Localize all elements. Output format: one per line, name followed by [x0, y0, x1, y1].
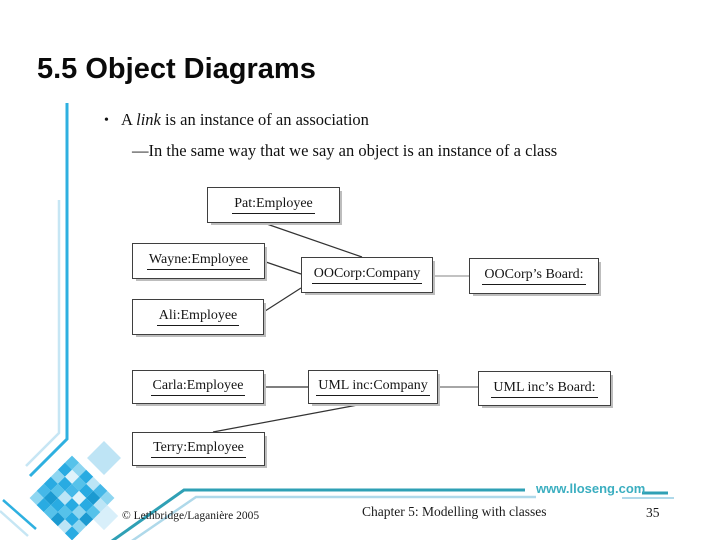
- object-label: Pat:Employee: [232, 196, 315, 214]
- object-label: Ali:Employee: [156, 308, 240, 326]
- link-terry-umlinc: [212, 403, 364, 433]
- object-label: OOCorp’s Board:: [482, 267, 586, 285]
- slide-title: 5.5 Object Diagrams: [37, 53, 316, 86]
- link-ali-oocorp: [261, 287, 302, 314]
- bullet-marker: •: [104, 113, 109, 128]
- chapter-title: Chapter 5: Modelling with classes: [362, 504, 547, 519]
- object-label: UML inc’s Board:: [491, 380, 598, 398]
- object-box-terry: Terry:Employee: [132, 432, 265, 466]
- object-box-oocorp: OOCorp:Company: [301, 257, 433, 293]
- object-label: UML inc:Company: [316, 378, 430, 396]
- link-pat-oocorp: [260, 221, 363, 258]
- object-label: OOCorp:Company: [311, 266, 423, 284]
- link-wayne-oocorp: [262, 260, 302, 275]
- website-link[interactable]: www.lloseng.com: [536, 481, 646, 496]
- object-label: Carla:Employee: [150, 378, 246, 396]
- bullet-term-italic: link: [136, 110, 161, 129]
- object-box-pat: Pat:Employee: [207, 187, 340, 223]
- object-box-umlinc: UML inc:Company: [308, 370, 438, 404]
- page-number: 35: [646, 505, 660, 520]
- bullet-text-pre: A: [121, 110, 137, 129]
- object-box-carla: Carla:Employee: [132, 370, 264, 404]
- copyright-text: © Lethbridge/Laganière 2005: [122, 510, 260, 522]
- bullet-subline: —In the same way that we say an object i…: [132, 141, 558, 160]
- bullet-text-post: is an instance of an association: [160, 110, 369, 129]
- object-box-oocorp-board: OOCorp’s Board:: [469, 258, 599, 294]
- bullet-line: • A link is an instance of an association: [104, 110, 369, 130]
- object-box-wayne: Wayne:Employee: [132, 243, 265, 279]
- object-label: Wayne:Employee: [146, 252, 251, 270]
- object-label: Terry:Employee: [151, 440, 246, 458]
- object-box-umlinc-board: UML inc’s Board:: [478, 371, 611, 406]
- object-box-ali: Ali:Employee: [132, 299, 264, 335]
